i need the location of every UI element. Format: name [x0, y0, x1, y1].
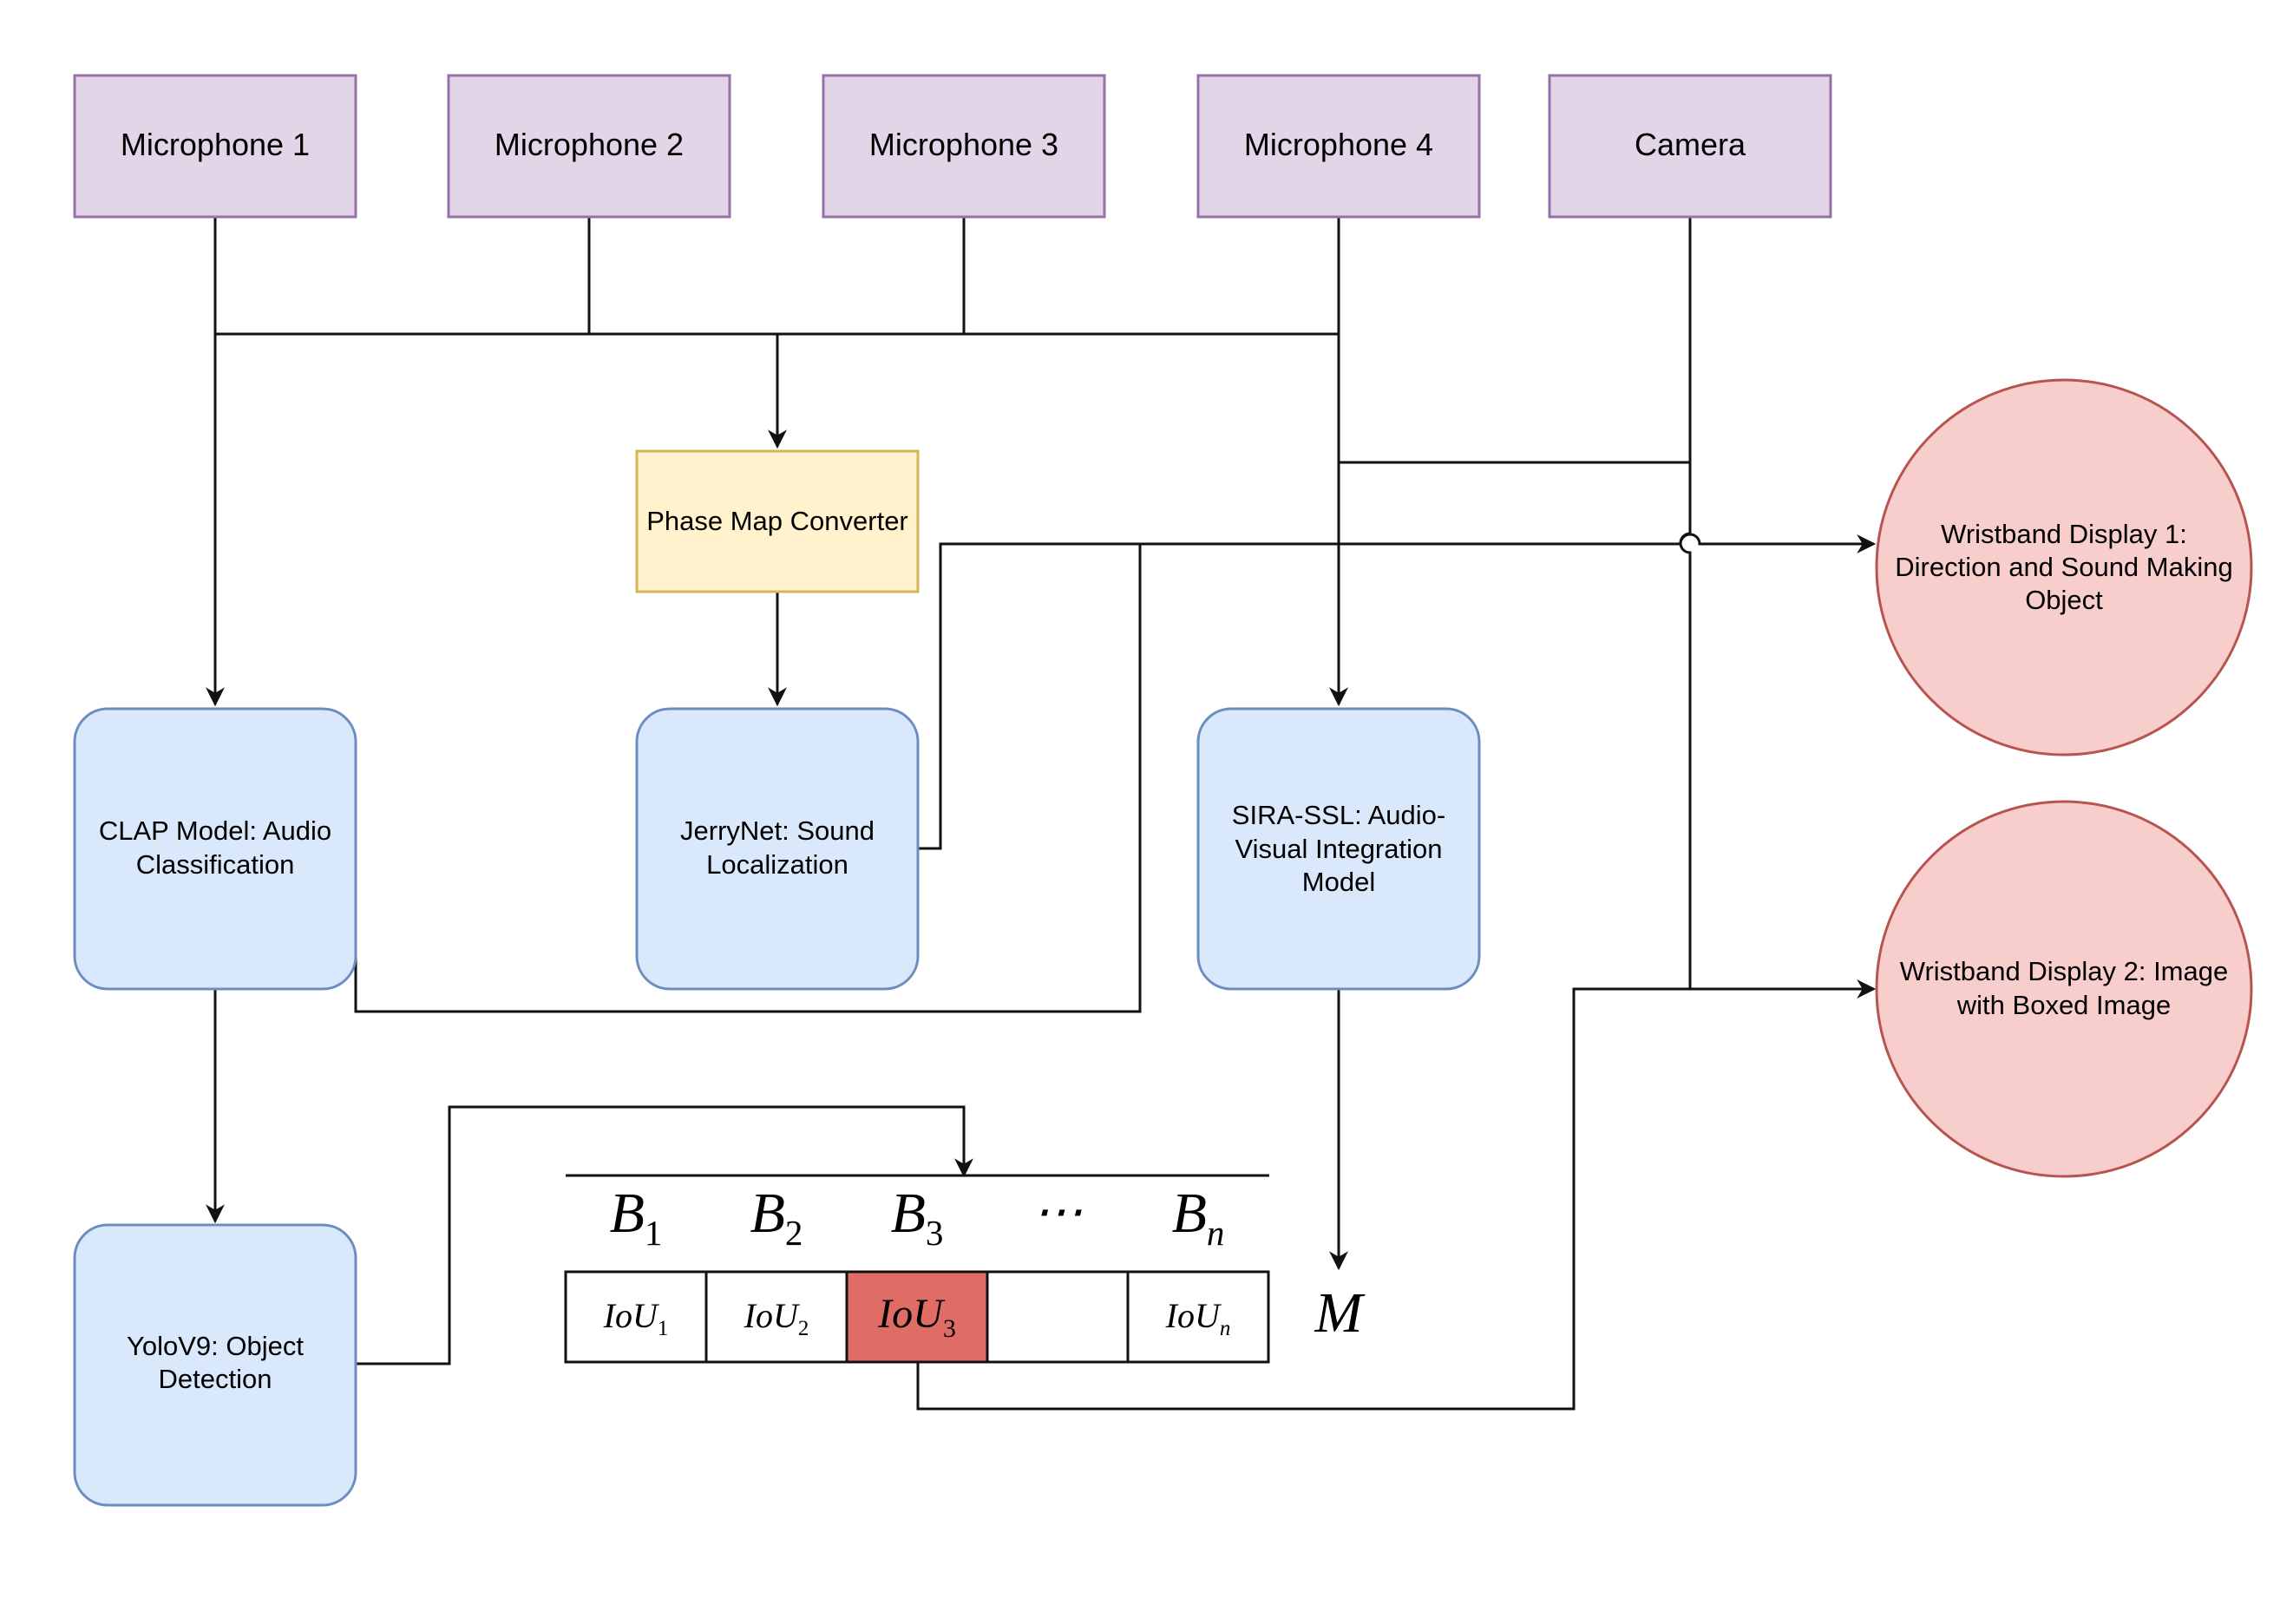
jerrynet-label-line1: JerryNet: Sound [680, 815, 875, 846]
iou-cell [986, 1270, 1130, 1364]
microphone-4-node[interactable]: Microphone 4 [1196, 74, 1481, 219]
iou-label-2: IoU2 [744, 1296, 809, 1340]
box-ellipsis: ⋯ [1032, 1183, 1083, 1240]
microphone-2-node[interactable]: Microphone 2 [447, 74, 731, 219]
iou-cell [564, 1270, 708, 1364]
microphone-1-label: Microphone 1 [121, 127, 310, 162]
clap-model-label-line1: CLAP Model: Audio [99, 815, 331, 846]
display1-label-line3: Object [2025, 585, 2103, 615]
iou-cell [1126, 1270, 1270, 1364]
jerrynet-node[interactable]: JerryNet: Sound Localization [635, 707, 920, 991]
clap-model-node[interactable]: CLAP Model: Audio Classification [73, 707, 357, 991]
box-headers: B1 B2 B3 ⋯ Bn [610, 1182, 1225, 1253]
input-row: Microphone 1 Microphone 2 Microphone 3 M… [73, 74, 1832, 219]
iou-cells: IoU1 IoU2 IoU3 IoUn [564, 1270, 1270, 1364]
microphone-3-label: Microphone 3 [869, 127, 1058, 162]
sira-ssl-label-line2: Visual Integration [1235, 834, 1443, 864]
iou-label-1: IoU1 [603, 1296, 669, 1340]
iou-matching-table: B1 B2 B3 ⋯ Bn IoU1 IoU2 IoU3 IoUn M [564, 1174, 1366, 1364]
yolov9-label-line1: YoloV9: Object [127, 1331, 304, 1361]
wristband-display-2-node[interactable]: Wristband Display 2: Image with Boxed Im… [1875, 800, 2253, 1178]
display2-label-line1: Wristband Display 2: Image [1900, 956, 2228, 986]
wristband-display-1-node[interactable]: Wristband Display 1: Direction and Sound… [1875, 378, 2253, 756]
yolo-to-boxes-arrow [356, 1105, 973, 1365]
iou3-to-display2-line [916, 987, 1690, 1411]
phase-map-converter-label: Phase Map Converter [646, 506, 908, 536]
yolov9-node[interactable]: YoloV9: Object Detection [73, 1223, 357, 1507]
yolov9-label-line2: Detection [159, 1364, 272, 1394]
box-header-2: B2 [750, 1182, 803, 1253]
clap-to-display1-line [354, 544, 1142, 1013]
box-header-1: B1 [610, 1182, 663, 1253]
mask-label: M [1314, 1281, 1366, 1345]
sira-ssl-label-line1: SIRA-SSL: Audio- [1232, 800, 1445, 830]
iou-label-n: IoUn [1165, 1296, 1231, 1340]
jerrynet-label-line2: Localization [706, 849, 848, 880]
sira-ssl-label-line3: Model [1302, 867, 1375, 897]
camera-drop-line [1679, 217, 1692, 989]
jerrynet-to-display1-arrow [918, 533, 1877, 850]
clap-model-label-line2: Classification [136, 849, 295, 880]
phase-map-converter-node[interactable]: Phase Map Converter [635, 449, 920, 593]
display2-label-line2: with Boxed Image [1956, 990, 2171, 1020]
box-header-3: B3 [891, 1182, 944, 1253]
iou-cell-selected [845, 1270, 989, 1364]
display1-label-line1: Wristband Display 1: [1941, 519, 2187, 549]
microphone-2-label: Microphone 2 [495, 127, 684, 162]
camera-label: Camera [1635, 127, 1746, 162]
camera-node[interactable]: Camera [1548, 74, 1832, 219]
microphone-1-node[interactable]: Microphone 1 [73, 74, 357, 219]
display1-label-line2: Direction and Sound Making [1895, 552, 2232, 582]
microphone-4-label: Microphone 4 [1244, 127, 1433, 162]
connectors [206, 217, 1877, 1411]
box-header-n: Bn [1172, 1182, 1225, 1253]
sira-ssl-node[interactable]: SIRA-SSL: Audio- Visual Integration Mode… [1196, 707, 1481, 991]
iou-label-3: IoU3 [877, 1291, 956, 1343]
microphone-3-node[interactable]: Microphone 3 [822, 74, 1106, 219]
